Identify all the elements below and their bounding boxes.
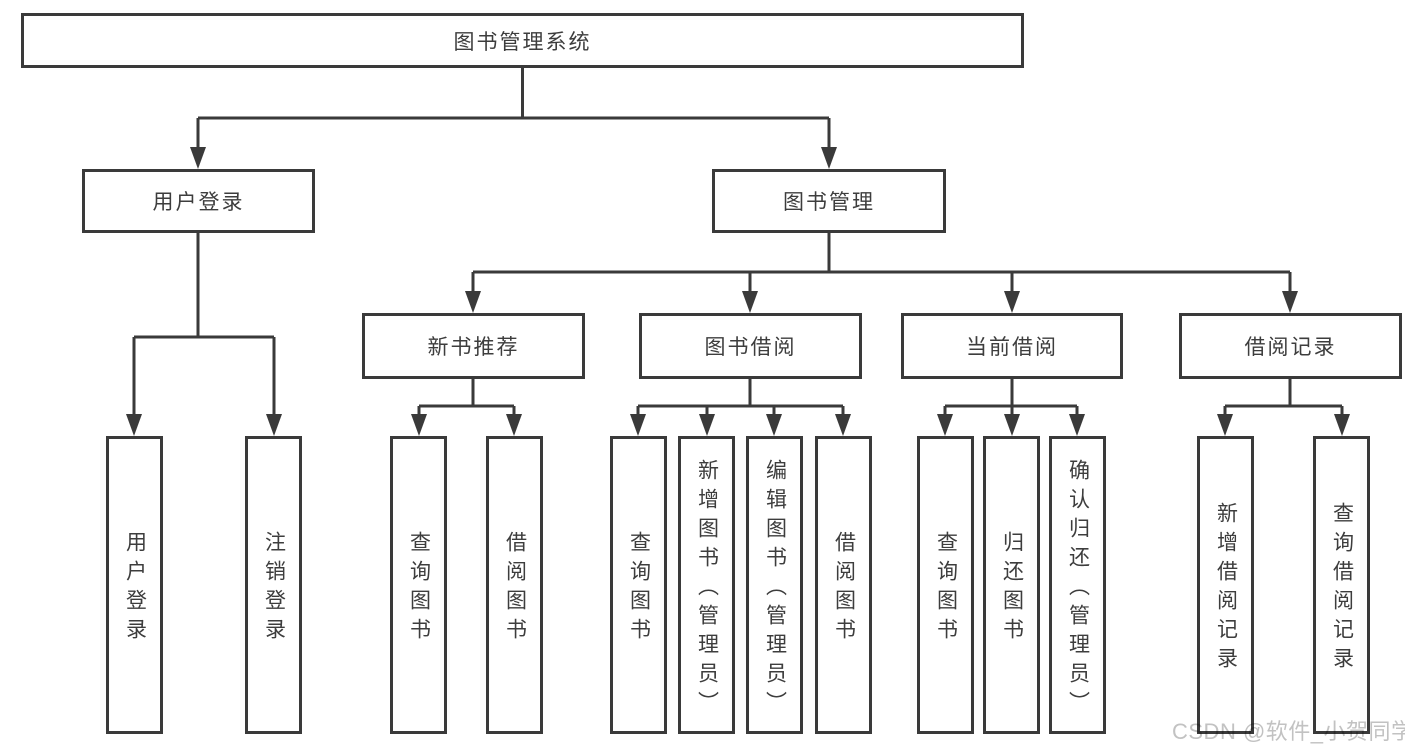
node-leaf-query-books-current-label: 查询图书	[934, 531, 958, 647]
node-current-borrowing: 当前借阅	[901, 313, 1123, 379]
node-leaf-confirm-return-admin-label: 确认归还（管理员）	[1066, 458, 1090, 720]
node-leaf-add-borrow-record-label: 新增借阅记录	[1214, 502, 1238, 676]
node-book-management-label: 图书管理	[783, 191, 875, 214]
connector-borrowing-records-to-leaves	[1217, 379, 1350, 436]
node-leaf-query-books-borrowing-label: 查询图书	[627, 531, 651, 647]
node-leaf-query-books-borrowing: 查询图书	[610, 436, 667, 734]
connector-current-borrowing-to-leaves	[937, 379, 1085, 436]
node-borrowing-records-label: 借阅记录	[1244, 336, 1337, 359]
connector-user-login-to-leaves	[126, 233, 282, 436]
node-leaf-add-borrow-record: 新增借阅记录	[1197, 436, 1254, 734]
node-leaf-edit-books-admin-label: 编辑图书（管理员）	[763, 458, 787, 720]
node-leaf-logout: 注销登录	[245, 436, 302, 734]
node-leaf-confirm-return-admin: 确认归还（管理员）	[1049, 436, 1106, 734]
node-leaf-borrow-books-recommend-label: 借阅图书	[503, 531, 527, 647]
connector-new-book-recommend-to-leaves	[411, 379, 522, 436]
connector-book-management-to-modules	[465, 233, 1298, 313]
node-root-label: 图书管理系统	[453, 30, 592, 54]
node-leaf-borrow-books-borrowing-label: 借阅图书	[832, 531, 856, 647]
node-leaf-query-borrow-record: 查询借阅记录	[1313, 436, 1370, 734]
node-leaf-query-books-current: 查询图书	[917, 436, 974, 734]
node-borrowing-records: 借阅记录	[1179, 313, 1402, 379]
node-user-login-label: 用户登录	[152, 191, 245, 214]
node-leaf-query-books-recommend: 查询图书	[390, 436, 447, 734]
node-book-borrowing: 图书借阅	[639, 313, 862, 379]
node-user-login: 用户登录	[82, 169, 315, 233]
node-leaf-user-login: 用户登录	[106, 436, 163, 734]
node-leaf-query-borrow-record-label: 查询借阅记录	[1330, 502, 1354, 676]
node-book-borrowing-label: 图书借阅	[704, 336, 797, 359]
node-new-book-recommend-label: 新书推荐	[427, 336, 520, 359]
node-leaf-borrow-books-recommend: 借阅图书	[486, 436, 543, 734]
node-current-borrowing-label: 当前借阅	[966, 336, 1058, 359]
node-root: 图书管理系统	[21, 13, 1024, 68]
node-leaf-borrow-books-borrowing: 借阅图书	[815, 436, 872, 734]
connector-root-to-branches	[190, 68, 837, 169]
node-leaf-user-login-label: 用户登录	[123, 531, 147, 647]
node-leaf-return-books-label: 归还图书	[1000, 531, 1024, 647]
node-leaf-return-books: 归还图书	[983, 436, 1040, 734]
watermark: CSDN @软件_小贺同学	[1172, 719, 1405, 744]
node-new-book-recommend: 新书推荐	[362, 313, 585, 379]
node-leaf-logout-label: 注销登录	[262, 531, 286, 647]
connector-book-borrowing-to-leaves	[630, 379, 851, 436]
node-leaf-add-books-admin: 新增图书（管理员）	[678, 436, 735, 734]
node-leaf-query-books-recommend-label: 查询图书	[407, 531, 431, 647]
node-leaf-edit-books-admin: 编辑图书（管理员）	[746, 436, 803, 734]
node-book-management: 图书管理	[712, 169, 946, 233]
node-leaf-add-books-admin-label: 新增图书（管理员）	[695, 458, 719, 720]
